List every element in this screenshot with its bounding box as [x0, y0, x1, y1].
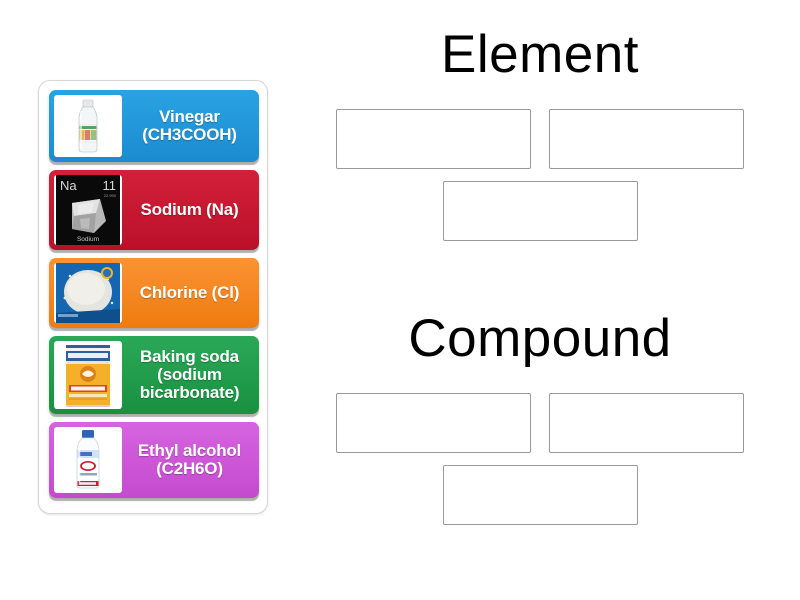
element-drop-zone-row-1 — [300, 109, 780, 169]
element-drop-zone-3[interactable] — [442, 181, 638, 241]
element-drop-zone-2[interactable] — [549, 109, 744, 169]
compound-drop-zone-row-1 — [300, 393, 780, 453]
baking-soda-box-photo — [54, 341, 122, 409]
group-element: Element — [300, 28, 780, 241]
item-label: Baking soda (sodium bicarbonate) — [139, 346, 240, 403]
compound-drop-zone-3[interactable] — [442, 465, 638, 525]
item-label: Sodium (Na) — [140, 199, 239, 219]
svg-text:Na: Na — [60, 178, 77, 193]
item-label: Vinegar (CH3COOH) — [142, 106, 237, 144]
element-drop-zone-1[interactable] — [336, 109, 531, 169]
compound-drop-zone-1[interactable] — [336, 393, 531, 453]
sodium-periodic-tile-photo: Na 11 22.990 Sodium — [54, 175, 122, 245]
draggable-item-ethyl-alcohol[interactable]: Ethyl alcohol (C2H6O) — [49, 422, 259, 498]
compound-drop-zone-row-2 — [300, 465, 780, 525]
group-title-element: Element — [441, 25, 639, 84]
element-drop-zone-row-2 — [300, 181, 780, 241]
svg-text:22.990: 22.990 — [104, 193, 117, 198]
svg-text:11: 11 — [103, 178, 117, 193]
group-title-compound: Compound — [408, 309, 672, 368]
draggable-item-sodium[interactable]: Na 11 22.990 Sodium Sodium (Na) — [49, 170, 259, 250]
vinegar-bottle-photo — [54, 95, 122, 157]
draggable-item-chlorine[interactable]: Chlorine (Cl) — [49, 258, 259, 328]
draggable-item-baking-soda[interactable]: Baking soda (sodium bicarbonate) — [49, 336, 259, 414]
draggable-items-panel[interactable]: Vinegar (CH3COOH) Na 11 22.990 Sodium So… — [38, 80, 268, 514]
draggable-item-vinegar[interactable]: Vinegar (CH3COOH) — [49, 90, 259, 162]
ethyl-alcohol-bottle-photo — [54, 427, 122, 493]
item-label: Chlorine (Cl) — [139, 282, 240, 302]
compound-drop-zone-2[interactable] — [549, 393, 744, 453]
item-label: Ethyl alcohol (C2H6O) — [137, 440, 242, 478]
chlorine-granules-photo — [54, 263, 122, 323]
svg-text:Sodium: Sodium — [77, 236, 99, 243]
group-compound: Compound — [300, 312, 780, 525]
